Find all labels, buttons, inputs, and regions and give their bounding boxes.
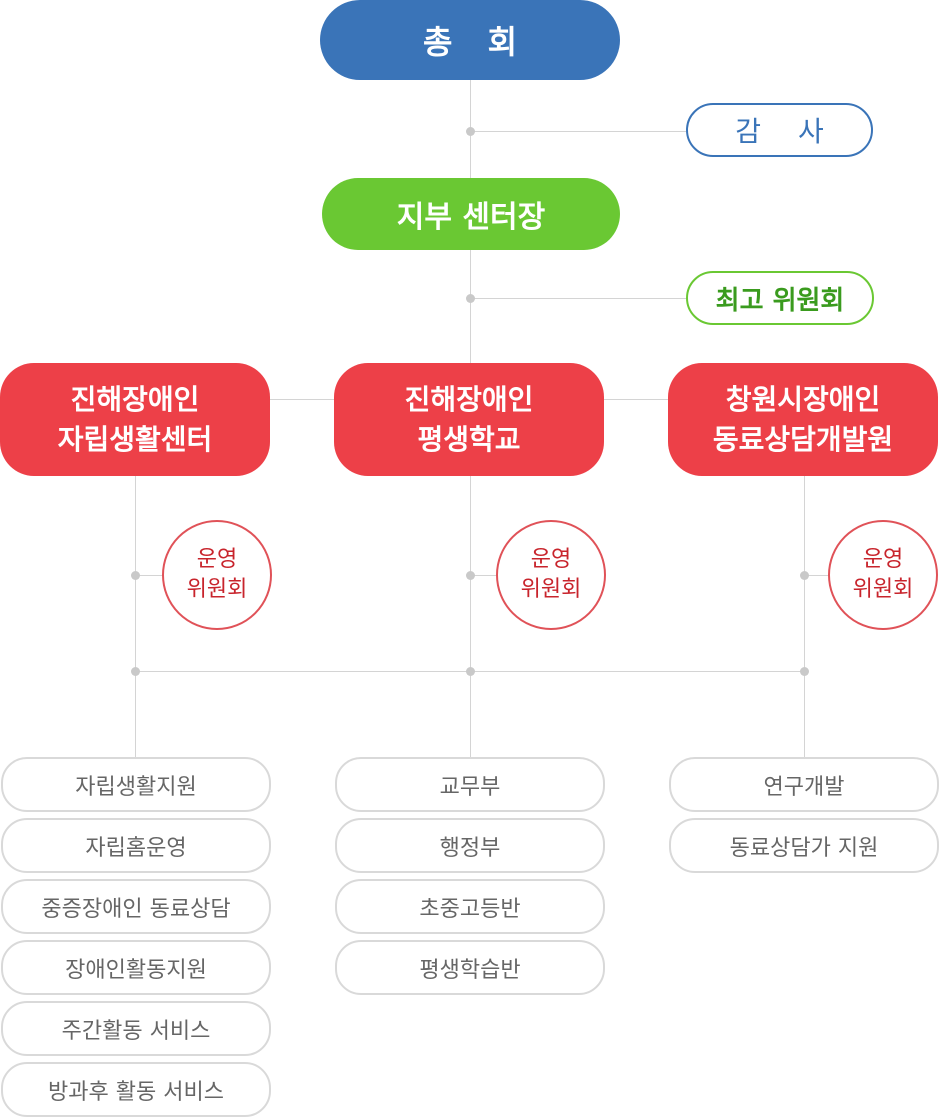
junction-dot [131, 571, 140, 580]
committee-line1: 운영 [530, 547, 572, 572]
org-name-line2: 동료상담개발원 [712, 422, 894, 456]
department-item: 중증장애인 동료상담 [1, 879, 271, 934]
department-item: 자립홈운영 [1, 818, 271, 873]
org-name-line1: 진해장애인 [404, 382, 534, 416]
left-org-line [135, 476, 136, 760]
department-item: 방과후 활동 서비스 [1, 1062, 271, 1117]
committee-line2: 위원회 [852, 577, 914, 602]
audit-connector [470, 131, 686, 132]
org-name-line1: 진해장애인 [70, 382, 200, 416]
department-item: 주간활동 서비스 [1, 1001, 271, 1056]
left-committee-connector [135, 575, 163, 576]
department-item: 교무부 [335, 757, 605, 812]
organization-node-left: 진해장애인 자립생활센터 [0, 363, 270, 476]
committee-line2: 위원회 [186, 577, 248, 602]
right-committee-connector [804, 575, 830, 576]
right-org-line [804, 476, 805, 760]
junction-dot [466, 667, 475, 676]
department-item: 동료상담가 지원 [669, 818, 939, 873]
junction-dot [466, 571, 475, 580]
committee-line1: 운영 [196, 547, 238, 572]
branch-head-node: 지부 센터장 [322, 178, 620, 250]
org-name-line1: 창원시장애인 [725, 382, 881, 416]
junction-dot [466, 127, 475, 136]
committee-line1: 운영 [862, 547, 904, 572]
department-item: 평생학습반 [335, 940, 605, 995]
committee-line2: 위원회 [520, 577, 582, 602]
supreme-connector [470, 298, 686, 299]
org-name-line2: 자립생활센터 [57, 422, 213, 456]
supreme-committee-node: 최고 위원회 [686, 271, 874, 325]
junction-dot [131, 667, 140, 676]
org-name-line2: 평생학교 [417, 422, 521, 456]
department-item: 연구개발 [669, 757, 939, 812]
operating-committee-left: 운영 위원회 [162, 520, 272, 630]
department-item: 행정부 [335, 818, 605, 873]
department-item: 자립생활지원 [1, 757, 271, 812]
junction-dot [466, 294, 475, 303]
general-assembly-node: 총 회 [320, 0, 620, 80]
department-item: 장애인활동지원 [1, 940, 271, 995]
junction-dot [800, 667, 809, 676]
organization-node-center: 진해장애인 평생학교 [334, 363, 604, 476]
junction-dot [800, 571, 809, 580]
operating-committee-center: 운영 위원회 [496, 520, 606, 630]
operating-committee-right: 운영 위원회 [828, 520, 938, 630]
center-committee-connector [470, 575, 498, 576]
department-item: 초중고등반 [335, 879, 605, 934]
organization-node-right: 창원시장애인 동료상담개발원 [668, 363, 938, 476]
audit-node: 감 사 [686, 103, 873, 157]
